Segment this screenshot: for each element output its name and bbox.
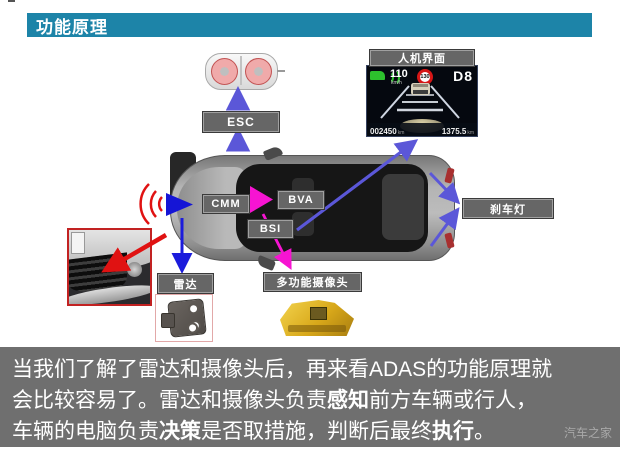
cmm-label-box: CMM [202,194,250,214]
front-bumper-photo [67,228,152,306]
watermark: 汽车之家 [563,426,612,440]
brake-icon-divider [240,56,242,85]
odometer-strip: 002450km 1375.5km [367,123,477,136]
hmi-label: 人机界面 [398,53,446,65]
range-unit: km [467,129,474,136]
bsi-label-box: BSI [247,219,294,239]
car-trunk-area [382,174,424,240]
odometer-value: 002450 [370,126,397,136]
speed-unit: km/h [391,80,402,86]
brake-light-label-box: 刹车灯 [462,198,554,219]
camera-base [288,325,346,332]
mount-tab [187,302,200,315]
odometer-unit: km [397,129,405,136]
caption-text: 。 [474,420,495,443]
camera-label: 多功能摄像头 [276,277,349,289]
brake-light-label: 刹车灯 [490,203,526,216]
license-plate-area [71,232,85,254]
odometer-reading: 002450km [370,121,404,139]
speed-value: 110 [390,68,408,80]
speed-limit-value: 130 [420,74,430,80]
acc-wave-icon [387,69,400,86]
bva-label: BVA [288,194,314,206]
radar-label: 雷达 [173,278,198,291]
caption-text: 会比较容易了。雷达和摄像头负责 [12,389,327,412]
caption-text: 当我们了解了雷达和摄像头后，再来看ADAS的功能原理就 [12,358,553,381]
car-seat [292,212,314,236]
edge-artifact-mark [8,0,15,2]
gear-indicator: D8 [453,68,473,84]
brake-icon-stub [277,70,285,72]
bva-label-box: BVA [277,190,325,210]
caption-bold: 执行 [432,420,474,443]
bsi-label: BSI [259,223,282,235]
caption-panel: 当我们了解了雷达和摄像头后，再来看ADAS的功能原理就 会比较容易了。雷达和摄像… [0,347,620,447]
caption-bold: 感知 [327,389,369,412]
cmm-label: CMM [211,198,241,210]
brake-disc-right-icon [245,58,272,85]
caption-line: 车辆的电脑负责决策是否取措施，判断后最终执行。 [12,416,620,447]
lane-view-graphic [380,83,460,119]
caption-text: 车辆的电脑负责 [12,420,159,443]
radar-sensor-photo [155,294,213,342]
instrument-cluster-display: 110 km/h 130 D8 002450km 1375.5km [366,65,478,137]
caption-text: 前方车辆或行人， [369,389,537,412]
fog-light [127,262,142,277]
camera-label-box: 多功能摄像头 [263,272,362,292]
section-header-bar: 功能原理 [27,13,592,37]
esc-label: ESC [227,115,255,129]
multifunction-camera-device [280,300,354,336]
acc-car-icon [370,71,385,80]
caption-line: 会比较容易了。雷达和摄像头负责感知前方车辆或行人， [12,385,620,416]
radar-connector [161,313,175,328]
brake-discs-icon [205,53,285,90]
hmi-label-box: 人机界面 [369,49,475,67]
camera-lens [310,307,327,320]
mount-tab [186,321,199,335]
section-title: 功能原理 [36,17,108,37]
caption-line: 当我们了解了雷达和摄像头后，再来看ADAS的功能原理就 [12,354,620,385]
range-reading: 1375.5km [442,121,474,139]
caption-bold: 决策 [159,420,201,443]
caption-text: 是否取措施，判断后最终 [201,420,432,443]
radar-label-box: 雷达 [157,273,214,294]
range-value: 1375.5 [441,126,467,136]
brake-disc-left-icon [211,58,238,85]
esc-label-box: ESC [202,111,280,133]
radar-wave-arcs-icon [139,183,163,225]
